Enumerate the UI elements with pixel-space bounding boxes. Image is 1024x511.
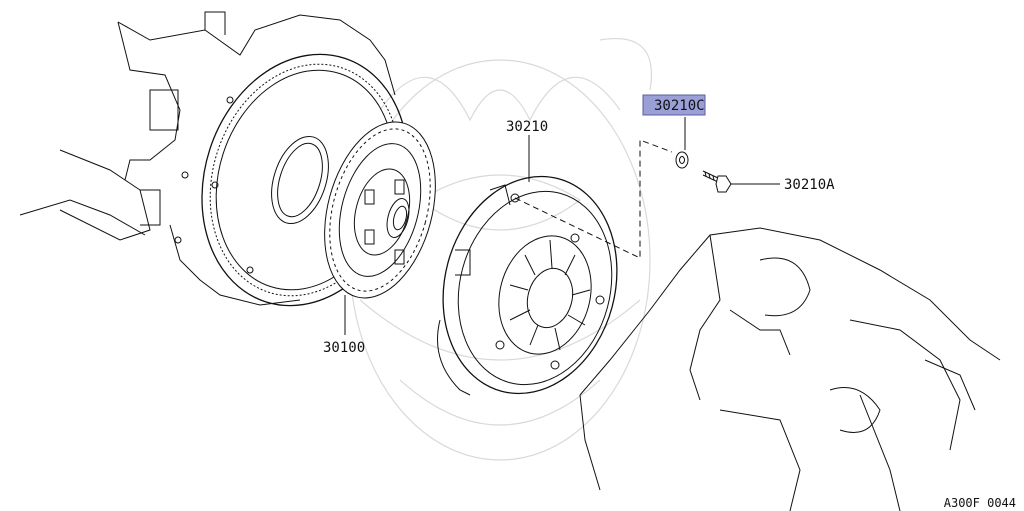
diagram-reference-code: A300F 0044 <box>944 496 1016 510</box>
washer-highlight[interactable] <box>642 94 706 116</box>
clutch-disc <box>324 121 436 299</box>
washer <box>675 151 689 169</box>
clutch-cover <box>437 175 618 396</box>
alignment-line <box>514 139 673 259</box>
label-bolt: 30210A <box>784 177 835 193</box>
engine-block <box>19 11 396 306</box>
label-clutch-disc: 30100 <box>323 340 365 356</box>
watermark-emblem <box>349 38 652 461</box>
label-clutch-cover: 30210 <box>506 119 548 135</box>
bolt <box>702 170 732 193</box>
label-washer[interactable]: 30210C <box>654 98 705 114</box>
transmission-housing <box>579 227 1001 511</box>
